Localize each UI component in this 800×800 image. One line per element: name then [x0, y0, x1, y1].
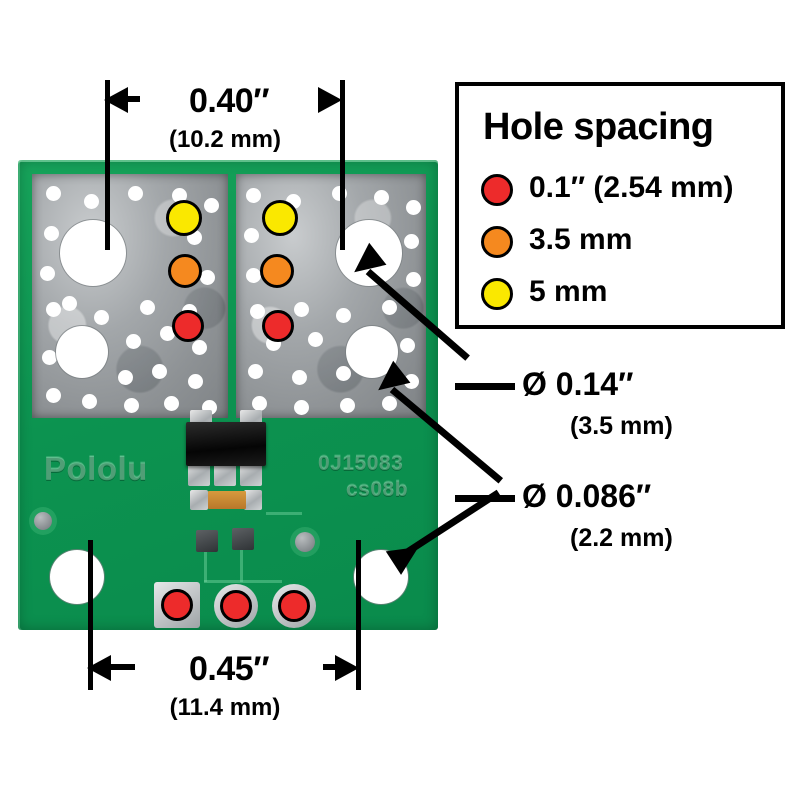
dimension-bottom-metric: (11.4 mm) [169, 694, 281, 721]
marker-orange-right [260, 254, 294, 288]
dimension-bottom-value: 0.45″ [135, 650, 323, 689]
capacitor-c2 [232, 528, 254, 550]
hole-spacing-legend: Hole spacing 0.1″ (2.54 mm) 3.5 mm 5 mm [455, 82, 785, 329]
extension-line-bottom-left [88, 540, 93, 690]
legend-orange-label: 3.5 mm [529, 223, 633, 256]
mounting-hole-bottom-left [50, 550, 104, 604]
terminal-pad-2 [214, 584, 258, 628]
silkscreen-code-line2: cs08b [346, 478, 409, 501]
mounting-hole-bottom-right [354, 550, 408, 604]
arrow-left-top [104, 87, 128, 113]
callout-014-value: Ø 0.14″ [522, 366, 634, 402]
marker-red-pad-2 [220, 590, 252, 622]
callout-0086-metric: (2.2 mm) [570, 524, 673, 552]
extension-line-bottom-right [356, 540, 361, 690]
callout-0086-value: Ø 0.086″ [522, 478, 652, 514]
terminal-pad-1 [154, 582, 200, 628]
terminal-pad-3 [272, 584, 316, 628]
leader-stub-014 [455, 383, 515, 390]
via-left-edge [34, 512, 52, 530]
current-sense-resistor [208, 491, 246, 509]
legend-title: Hole spacing [483, 106, 714, 148]
hole-upper-left-3p5mm [60, 220, 126, 286]
legend-yellow-label: 5 mm [529, 275, 608, 308]
marker-yellow-right [262, 200, 298, 236]
legend-yellow-swatch-icon [481, 278, 513, 310]
dimension-top-metric: (10.2 mm) [168, 126, 282, 153]
arrow-right-top [318, 87, 342, 113]
legend-red-swatch-icon [481, 174, 513, 206]
capacitor-c1 [196, 530, 218, 552]
perfboard-panel-left [32, 174, 228, 418]
hole-lower-left-perf [56, 326, 108, 378]
silkscreen-code-line1: 0J15083 [318, 452, 404, 475]
extension-line-top-right [340, 80, 345, 250]
arrow-right-bottom [335, 655, 359, 681]
mosfet-ic [186, 422, 266, 466]
dimension-top-value: 0.40″ [140, 82, 318, 121]
marker-yellow-left [166, 200, 202, 236]
via-right [295, 532, 315, 552]
arrow-left-bottom [87, 655, 111, 681]
marker-red-left [172, 310, 204, 342]
legend-red-label: 0.1″ (2.54 mm) [529, 171, 734, 204]
marker-orange-left [168, 254, 202, 288]
legend-orange-swatch-icon [481, 226, 513, 258]
callout-014-metric: (3.5 mm) [570, 412, 673, 440]
marker-red-right [262, 310, 294, 342]
extension-line-top-left [105, 80, 110, 250]
marker-red-pad-1 [161, 589, 193, 621]
hole-lower-right-perf [346, 326, 398, 378]
marker-red-pad-3 [278, 590, 310, 622]
silkscreen-brand: Pololu [44, 450, 148, 487]
pcb-board: Pololu 0J15083 cs08b [18, 160, 438, 630]
